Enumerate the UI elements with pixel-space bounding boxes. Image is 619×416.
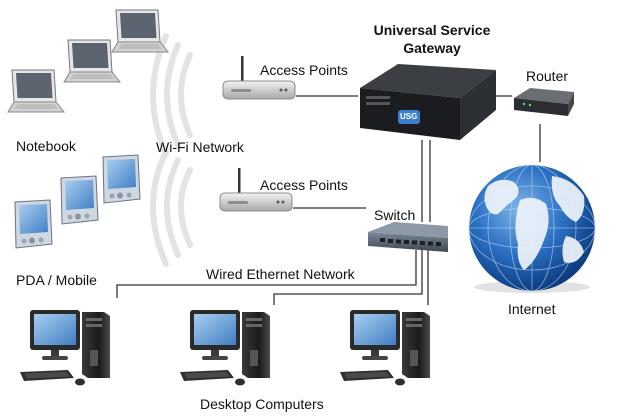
wifi-network-label: Wi-Fi Network: [156, 139, 244, 155]
notebook-label: Notebook: [16, 138, 76, 154]
gateway-device: [360, 64, 496, 140]
connection-lines: [116, 95, 541, 305]
pda-group: [14, 154, 141, 249]
desktop-computer-3: [340, 310, 430, 386]
gateway-badge-label: USG: [400, 112, 418, 121]
wired-network-label: Wired Ethernet Network: [206, 266, 355, 282]
internet-label: Internet: [508, 301, 556, 317]
switch-device: [368, 222, 448, 252]
pda-mobile-label: PDA / Mobile: [16, 272, 97, 288]
notebook-group: [7, 9, 169, 113]
desktop-computer-1: [20, 310, 110, 386]
desktop-computer-2: [180, 310, 270, 386]
gateway-label-line2: Gateway: [403, 40, 461, 56]
router-label: Router: [526, 68, 569, 84]
access-points-top-label: Access Points: [260, 62, 348, 78]
switch-label: Switch: [374, 207, 416, 223]
router-device: [514, 88, 574, 116]
internet-globe: [468, 164, 596, 293]
gateway-label-line1: Universal Service: [373, 22, 491, 38]
desktop-computers-label: Desktop Computers: [200, 396, 324, 412]
access-points-bottom-label: Access Points: [260, 177, 348, 193]
